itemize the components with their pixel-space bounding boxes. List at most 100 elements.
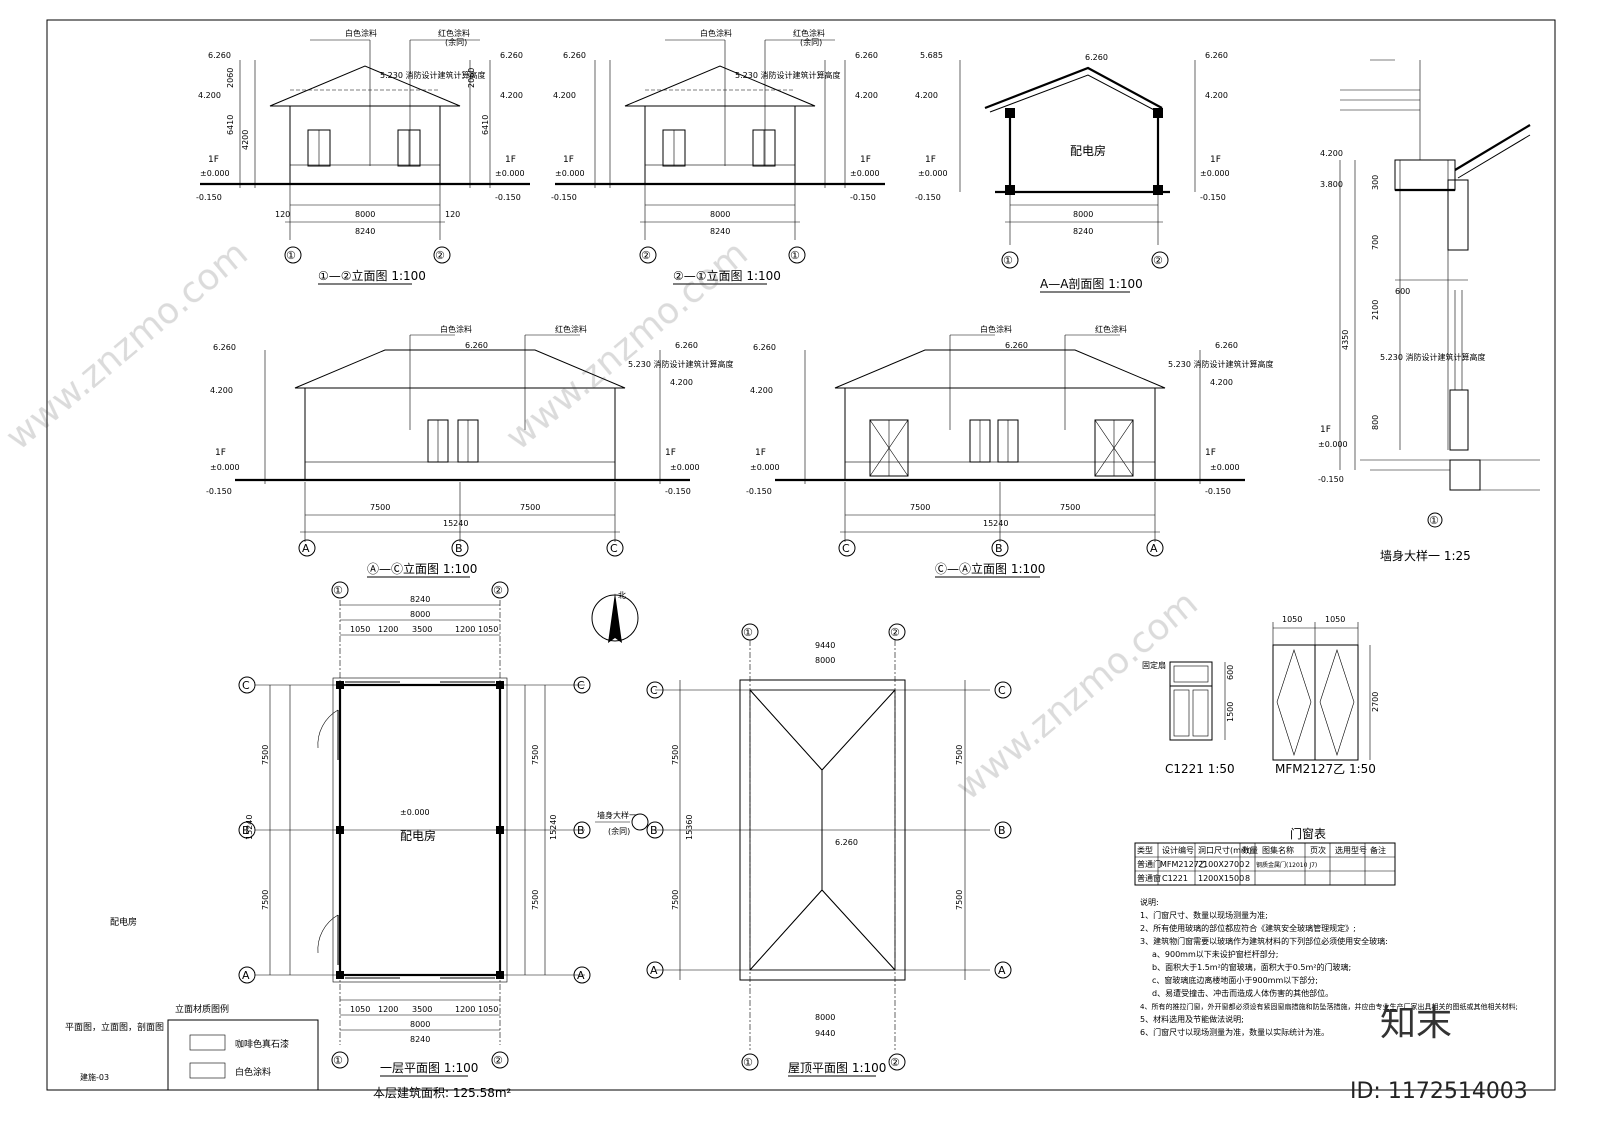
svg-text:B: B — [998, 824, 1006, 837]
svg-text:①: ① — [333, 584, 343, 597]
svg-text:屋顶平面图 1:100: 屋顶平面图 1:100 — [788, 1061, 886, 1075]
svg-text:1F: 1F — [1320, 425, 1331, 435]
svg-text:6410: 6410 — [481, 115, 490, 135]
svg-text:8000: 8000 — [710, 210, 730, 219]
svg-text:A: A — [302, 542, 310, 555]
svg-text:8240: 8240 — [1073, 227, 1093, 236]
svg-text:8000: 8000 — [410, 1020, 430, 1029]
svg-text:C: C — [242, 679, 250, 692]
svg-text:3.800: 3.800 — [1320, 180, 1343, 189]
svg-text:(余同): (余同) — [608, 826, 630, 836]
svg-text:红色涂料: 红色涂料 — [1095, 324, 1127, 334]
svg-text:6.260: 6.260 — [753, 343, 776, 352]
svg-text:8000: 8000 — [815, 656, 835, 665]
svg-text:±0.000: ±0.000 — [1318, 440, 1348, 449]
svg-text:1F: 1F — [505, 155, 516, 165]
svg-text:5.230 消防设计建筑计算高度: 5.230 消防设计建筑计算高度 — [735, 70, 840, 80]
svg-text:①: ① — [1429, 514, 1439, 527]
svg-text:d、易遭受撞击、冲击而造成人体伤害的其他部位。: d、易遭受撞击、冲击而造成人体伤害的其他部位。 — [1152, 988, 1333, 998]
svg-text:15240: 15240 — [549, 815, 558, 840]
svg-text:图集名称: 图集名称 — [1262, 845, 1294, 855]
svg-text:②: ② — [493, 1054, 503, 1067]
design-notes: 说明: 1、门窗尺寸、数量以现场测量为准; 2、所有使用玻璃的部位都应符合《建筑… — [1140, 897, 1518, 1037]
floor-plan: 配电房 ±0.000 8240 8000 1050 1200 3500 1200… — [238, 581, 649, 1100]
svg-text:Ⓐ—Ⓒ立面图 1:100: Ⓐ—Ⓒ立面图 1:100 — [367, 561, 477, 576]
svg-text:4.200: 4.200 — [500, 91, 523, 100]
svg-text:1050: 1050 — [1325, 615, 1345, 624]
svg-text:A—A剖面图 1:100: A—A剖面图 1:100 — [1040, 277, 1143, 291]
svg-text:-0.150: -0.150 — [746, 487, 772, 496]
svg-text:2700: 2700 — [1371, 692, 1380, 712]
svg-text:7500: 7500 — [370, 503, 390, 512]
svg-text:±0.000: ±0.000 — [918, 169, 948, 178]
svg-text:配电房: 配电房 — [110, 916, 137, 928]
window-c1221: 600 1500 固定扇 C1221 1:50 — [1142, 660, 1235, 776]
svg-text:红色涂料: 红色涂料 — [793, 28, 825, 38]
svg-text:4.200: 4.200 — [210, 386, 233, 395]
svg-text:4350: 4350 — [1341, 330, 1350, 350]
svg-text:7500: 7500 — [531, 745, 540, 765]
svg-text:1050: 1050 — [1282, 615, 1302, 624]
svg-text:2060: 2060 — [226, 68, 235, 88]
svg-text:北: 北 — [618, 591, 626, 600]
svg-text:Ⓒ—Ⓐ立面图 1:100: Ⓒ—Ⓐ立面图 1:100 — [935, 561, 1045, 576]
table-row: 普通门 — [1137, 859, 1161, 869]
svg-text:B: B — [455, 542, 463, 555]
svg-text:②: ② — [641, 249, 651, 262]
svg-text:MFM2127乙: MFM2127乙 — [1160, 860, 1207, 869]
watermark: www.znzmo.com www.znzmo.com www.znzmo.co… — [0, 233, 1206, 808]
svg-text:1200: 1200 — [455, 1005, 475, 1014]
svg-text:b、面积大于1.5m²的窗玻璃，面积大于0.5m²的门玻璃;: b、面积大于1.5m²的窗玻璃，面积大于0.5m²的门玻璃; — [1152, 962, 1351, 972]
svg-text:①: ① — [743, 626, 753, 639]
svg-text:2100X2700: 2100X2700 — [1198, 860, 1244, 869]
svg-text:300: 300 — [1371, 175, 1380, 190]
svg-text:1、门窗尺寸、数量以现场测量为准;: 1、门窗尺寸、数量以现场测量为准; — [1140, 910, 1268, 920]
svg-text:-0.150: -0.150 — [1200, 193, 1226, 202]
svg-text:1F: 1F — [1205, 448, 1216, 458]
svg-text:①—②立面图 1:100: ①—②立面图 1:100 — [318, 268, 426, 283]
svg-text:800: 800 — [1371, 415, 1380, 430]
svg-text:7500: 7500 — [955, 745, 964, 765]
svg-text:2100: 2100 — [1371, 300, 1380, 320]
svg-text:15360: 15360 — [685, 815, 694, 840]
svg-text:②—①立面图 1:100: ②—①立面图 1:100 — [673, 268, 781, 283]
svg-text:6.260: 6.260 — [500, 51, 523, 60]
svg-text:1500: 1500 — [1226, 702, 1235, 722]
svg-text:5.230 消防设计建筑计算高度: 5.230 消防设计建筑计算高度 — [628, 359, 733, 369]
svg-text:4.200: 4.200 — [670, 378, 693, 387]
svg-text:5.230 消防设计建筑计算高度: 5.230 消防设计建筑计算高度 — [380, 70, 485, 80]
svg-text:-0.150: -0.150 — [206, 487, 232, 496]
svg-text:-0.150: -0.150 — [665, 487, 691, 496]
svg-text:4.200: 4.200 — [915, 91, 938, 100]
svg-text:7500: 7500 — [261, 890, 270, 910]
sheet-border — [46, 19, 1556, 1091]
svg-text:1200: 1200 — [378, 625, 398, 634]
svg-text:±0.000: ±0.000 — [200, 169, 230, 178]
svg-text:9440: 9440 — [815, 641, 835, 650]
svg-text:A: A — [1150, 542, 1158, 555]
door-window-table: 门窗表 类型 设计编号 洞口尺寸(mm) 数量 图集名称 页次 选用型号 备注 … — [1134, 826, 1396, 886]
svg-text:600: 600 — [1226, 665, 1235, 680]
svg-text:一层平面图 1:100: 一层平面图 1:100 — [380, 1061, 478, 1075]
svg-text:①: ① — [1003, 254, 1013, 267]
svg-text:C: C — [842, 542, 850, 555]
svg-text:±0.000: ±0.000 — [1210, 463, 1240, 472]
svg-text:2060: 2060 — [467, 68, 476, 88]
svg-text:白色涂料: 白色涂料 — [440, 324, 472, 334]
svg-text:咖啡色真石漆: 咖啡色真石漆 — [235, 1038, 289, 1050]
svg-text:9440: 9440 — [815, 1029, 835, 1038]
svg-text:6.260: 6.260 — [213, 343, 236, 352]
svg-text:15240: 15240 — [443, 519, 468, 528]
svg-text:C: C — [610, 542, 618, 555]
svg-text:C: C — [650, 684, 658, 697]
svg-text:钢质金属门(12010 J7): 钢质金属门(12010 J7) — [1256, 861, 1317, 869]
svg-text:7500: 7500 — [531, 890, 540, 910]
svg-text:C1221 1:50: C1221 1:50 — [1165, 762, 1235, 776]
table-row: 普通窗 — [1137, 873, 1161, 883]
svg-text:-0.150: -0.150 — [850, 193, 876, 202]
svg-text:8: 8 — [1245, 874, 1250, 883]
svg-text:6.260: 6.260 — [1215, 341, 1238, 350]
svg-text:1200: 1200 — [455, 625, 475, 634]
svg-text:6.260: 6.260 — [675, 341, 698, 350]
svg-text:±0.000: ±0.000 — [495, 169, 525, 178]
